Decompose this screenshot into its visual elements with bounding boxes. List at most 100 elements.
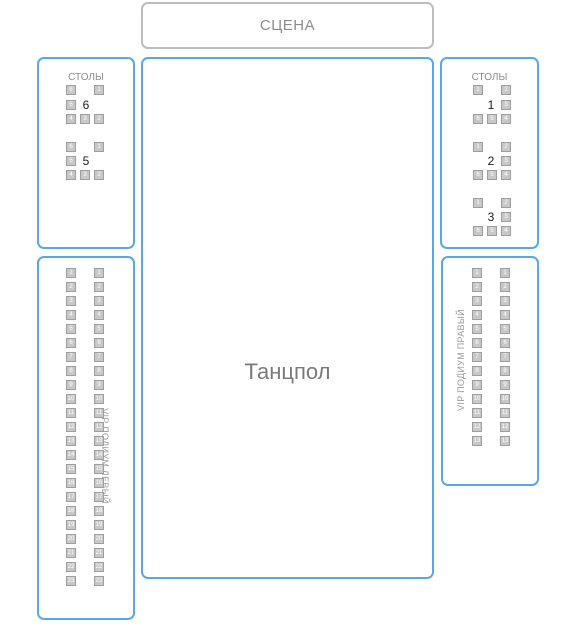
seat[interactable]: 6: [66, 85, 76, 95]
vip-seat[interactable]: 12: [66, 422, 76, 432]
vip-seat[interactable]: 6: [472, 338, 482, 348]
seat[interactable]: 4: [501, 170, 511, 180]
vip-seat[interactable]: 7: [66, 352, 76, 362]
vip-seat[interactable]: 9: [500, 380, 510, 390]
seat[interactable]: 5: [487, 170, 497, 180]
vip-seat[interactable]: 5: [94, 324, 104, 334]
seat[interactable]: 6: [473, 114, 483, 124]
seat[interactable]: 5: [66, 156, 76, 166]
vip-seat[interactable]: 4: [66, 310, 76, 320]
vip-seat[interactable]: 11: [500, 408, 510, 418]
vip-seat[interactable]: 11: [94, 408, 104, 418]
dance-floor-zone[interactable]: Танцпол: [141, 57, 434, 579]
vip-seat[interactable]: 9: [472, 380, 482, 390]
vip-seat[interactable]: 10: [500, 394, 510, 404]
seat[interactable]: 1: [473, 85, 483, 95]
vip-seat[interactable]: 13: [500, 436, 510, 446]
vip-seat[interactable]: 5: [66, 324, 76, 334]
seat[interactable]: 6: [66, 142, 76, 152]
vip-seat[interactable]: 8: [472, 366, 482, 376]
vip-seat[interactable]: 2: [66, 282, 76, 292]
vip-seat[interactable]: 18: [66, 506, 76, 516]
vip-seat[interactable]: 22: [94, 562, 104, 572]
vip-seat[interactable]: 7: [472, 352, 482, 362]
seat[interactable]: 5: [487, 226, 497, 236]
seat[interactable]: 5: [66, 100, 76, 110]
vip-seat[interactable]: 6: [94, 338, 104, 348]
vip-seat[interactable]: 21: [66, 548, 76, 558]
vip-seat[interactable]: 3: [500, 296, 510, 306]
seat[interactable]: 1: [94, 142, 104, 152]
vip-seat[interactable]: 20: [94, 534, 104, 544]
vip-seat[interactable]: 19: [94, 520, 104, 530]
vip-seat[interactable]: 16: [66, 478, 76, 488]
table-number[interactable]: 1: [487, 98, 495, 112]
seat[interactable]: 3: [501, 212, 511, 222]
vip-seat[interactable]: 9: [94, 380, 104, 390]
vip-seat[interactable]: 4: [472, 310, 482, 320]
vip-seat[interactable]: 7: [500, 352, 510, 362]
vip-seat[interactable]: 3: [472, 296, 482, 306]
vip-seat[interactable]: 6: [66, 338, 76, 348]
vip-seat[interactable]: 1: [500, 268, 510, 278]
vip-seat[interactable]: 11: [66, 408, 76, 418]
seat[interactable]: 4: [501, 114, 511, 124]
vip-seat[interactable]: 10: [94, 394, 104, 404]
vip-seat[interactable]: 22: [66, 562, 76, 572]
seat[interactable]: 2: [94, 114, 104, 124]
vip-seat[interactable]: 2: [94, 282, 104, 292]
seat[interactable]: 6: [473, 226, 483, 236]
vip-seat[interactable]: 13: [94, 436, 104, 446]
seat[interactable]: 6: [473, 170, 483, 180]
vip-seat[interactable]: 11: [472, 408, 482, 418]
vip-seat[interactable]: 9: [66, 380, 76, 390]
vip-seat[interactable]: 1: [472, 268, 482, 278]
vip-seat[interactable]: 2: [500, 282, 510, 292]
vip-seat[interactable]: 10: [66, 394, 76, 404]
table-number[interactable]: 6: [82, 98, 90, 112]
vip-seat[interactable]: 3: [66, 296, 76, 306]
vip-seat[interactable]: 16: [94, 478, 104, 488]
vip-seat[interactable]: 14: [66, 450, 76, 460]
vip-seat[interactable]: 21: [94, 548, 104, 558]
vip-seat[interactable]: 15: [94, 464, 104, 474]
vip-seat[interactable]: 13: [472, 436, 482, 446]
seat[interactable]: 1: [473, 198, 483, 208]
vip-seat[interactable]: 8: [66, 366, 76, 376]
vip-seat[interactable]: 12: [472, 422, 482, 432]
vip-seat[interactable]: 1: [94, 268, 104, 278]
vip-seat[interactable]: 23: [66, 576, 76, 586]
seat[interactable]: 2: [501, 142, 511, 152]
seat[interactable]: 5: [487, 114, 497, 124]
vip-seat[interactable]: 17: [94, 492, 104, 502]
vip-seat[interactable]: 17: [66, 492, 76, 502]
vip-seat[interactable]: 20: [66, 534, 76, 544]
seat[interactable]: 1: [473, 142, 483, 152]
seat[interactable]: 2: [501, 198, 511, 208]
vip-seat[interactable]: 12: [500, 422, 510, 432]
vip-seat[interactable]: 4: [94, 310, 104, 320]
table-number[interactable]: 5: [82, 154, 90, 168]
vip-seat[interactable]: 4: [500, 310, 510, 320]
vip-seat[interactable]: 6: [500, 338, 510, 348]
vip-seat[interactable]: 10: [472, 394, 482, 404]
vip-seat[interactable]: 8: [94, 366, 104, 376]
seat[interactable]: 2: [94, 170, 104, 180]
vip-seat[interactable]: 3: [94, 296, 104, 306]
vip-seat[interactable]: 18: [94, 506, 104, 516]
table-number[interactable]: 2: [487, 154, 495, 168]
vip-seat[interactable]: 7: [94, 352, 104, 362]
vip-seat[interactable]: 14: [94, 450, 104, 460]
seat[interactable]: 3: [501, 156, 511, 166]
seat[interactable]: 1: [94, 85, 104, 95]
vip-seat[interactable]: 13: [66, 436, 76, 446]
seat[interactable]: 2: [501, 85, 511, 95]
vip-seat[interactable]: 15: [66, 464, 76, 474]
seat[interactable]: 4: [66, 170, 76, 180]
table-number[interactable]: 3: [487, 210, 495, 224]
vip-seat[interactable]: 12: [94, 422, 104, 432]
seat[interactable]: 3: [501, 100, 511, 110]
vip-seat[interactable]: 8: [500, 366, 510, 376]
vip-seat[interactable]: 1: [66, 268, 76, 278]
seat[interactable]: 3: [80, 114, 90, 124]
